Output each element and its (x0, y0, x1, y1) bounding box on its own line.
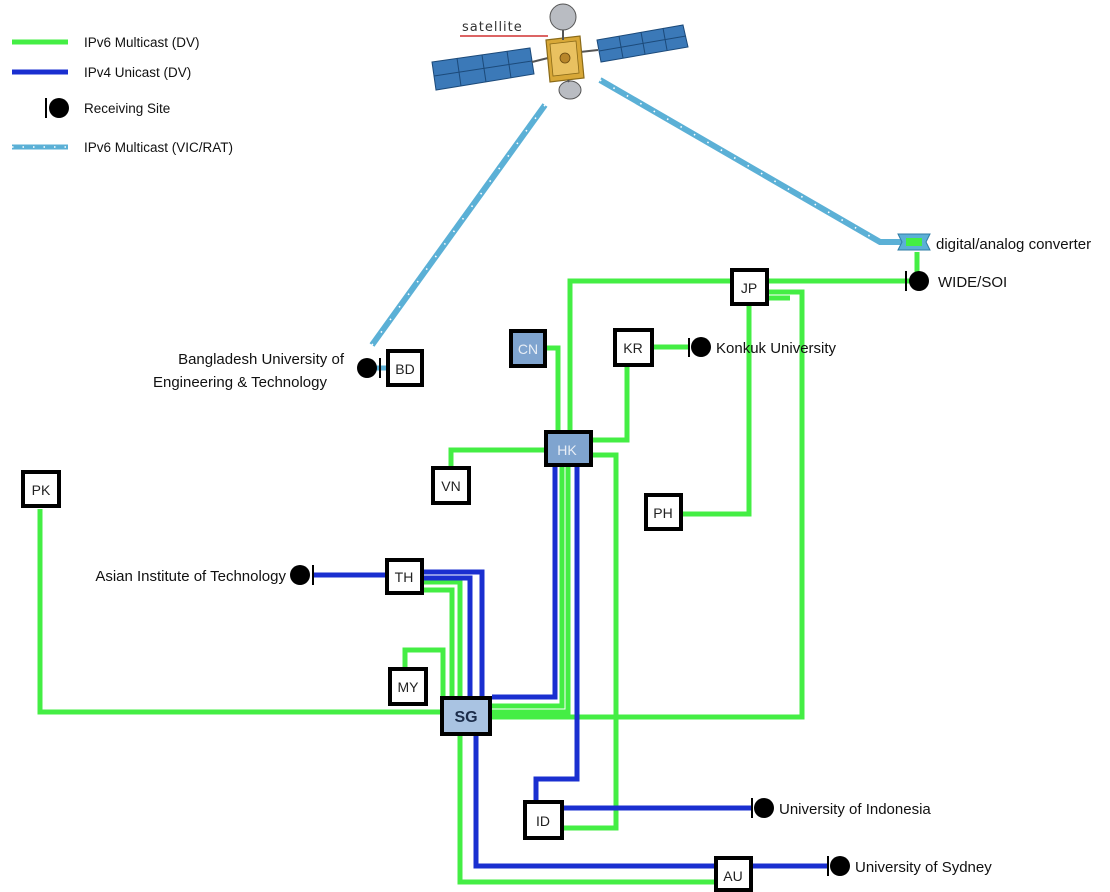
link-hk-sg-blue (492, 467, 558, 700)
konkuk-label: Konkuk University (716, 340, 837, 357)
wide-soi-label: WIDE/SOI (938, 274, 1007, 291)
satellite-icon (431, 3, 689, 100)
satellite-to-bd-link (369, 103, 548, 347)
receiving-site-dot (357, 358, 377, 378)
node-kr-label: KR (623, 340, 642, 356)
receiving-site-dot (830, 856, 850, 876)
node-bd: BD (386, 349, 424, 387)
node-hk: HK (544, 430, 593, 467)
node-kr: KR (613, 328, 654, 367)
link-sg-au-blue (473, 736, 718, 869)
receiving-site-konkuk: Konkuk University (688, 337, 837, 357)
link-vn-hk (448, 447, 545, 467)
sydney-label: University of Sydney (855, 859, 992, 876)
link-pk-sg (37, 509, 441, 715)
node-pk-label: PK (32, 482, 51, 498)
node-pk: PK (21, 470, 61, 508)
receiving-site-sydney: University of Sydney (827, 856, 992, 876)
node-hk-label: HK (557, 442, 577, 458)
link-sg-hk-green2 (492, 467, 565, 709)
legend-receiving-site-dot (49, 98, 69, 118)
receiving-site-indonesia: University of Indonesia (751, 798, 931, 818)
satellite-to-converter-link (598, 77, 905, 245)
ipv6-multicast-dv-links (37, 252, 920, 885)
node-au-label: AU (723, 868, 742, 884)
converter-label: digital/analog converter (936, 236, 1091, 253)
node-ph-label: PH (653, 505, 672, 521)
link-cn-hk (547, 345, 561, 432)
legend-ipv6-multicast-dv-label: IPv6 Multicast (DV) (84, 35, 200, 50)
converter-inner (906, 238, 922, 246)
bangladesh-label-line2: Engineering & Technology (153, 374, 328, 391)
node-id: ID (523, 800, 564, 840)
legend-ipv6-multicast-vic-rat-label: IPv6 Multicast (VIC/RAT) (84, 140, 233, 155)
link-converter-jp (768, 252, 920, 284)
receiving-site-bangladesh: Bangladesh University of Engineering & T… (153, 351, 381, 391)
node-vn: VN (431, 466, 471, 505)
receiving-site-dot (754, 798, 774, 818)
link-hk-sg-green (492, 467, 571, 715)
legend: IPv6 Multicast (DV) IPv4 Unicast (DV) Re… (12, 35, 233, 155)
node-my: MY (388, 667, 428, 706)
receiving-site-dot (290, 565, 310, 585)
link-th-sg-1 (422, 579, 463, 698)
link-jp-sg-long (492, 289, 805, 720)
receiving-site-wide-soi: WIDE/SOI (905, 271, 1007, 291)
node-jp: JP (730, 268, 769, 306)
link-th-sg-blue-1 (422, 569, 485, 698)
satellite-links (369, 77, 905, 371)
ipv4-unicast-dv-links (314, 467, 828, 869)
bangladesh-label-line1: Bangladesh University of (178, 351, 345, 368)
node-cn: CN (509, 329, 547, 368)
indonesia-label: University of Indonesia (779, 801, 931, 818)
link-kr-hk (593, 366, 630, 443)
legend-ipv4-unicast-dv-label: IPv4 Unicast (DV) (84, 65, 191, 80)
link-hk-id-blue (533, 467, 580, 800)
satellite-label: satellite (462, 20, 523, 35)
legend-receiving-site-label: Receiving Site (84, 101, 170, 116)
receiving-site-dot (909, 271, 929, 291)
link-hk-id (563, 452, 619, 831)
node-th: TH (385, 558, 424, 595)
node-id-label: ID (536, 813, 550, 829)
link-my-sg (402, 647, 446, 698)
link-th-sg-2 (422, 587, 455, 698)
receiving-sites: WIDE/SOI Konkuk University Bangladesh Un… (95, 271, 1007, 876)
link-jp-ph (683, 306, 752, 517)
node-bd-label: BD (395, 361, 414, 377)
node-cn-label: CN (518, 341, 538, 357)
receiving-site-dot (691, 337, 711, 357)
node-sg-label: SG (454, 709, 477, 726)
node-my-label: MY (398, 679, 420, 695)
node-au: AU (714, 856, 753, 892)
link-th-sg-blue-2 (422, 575, 473, 698)
receiving-site-ait: Asian Institute of Technology (95, 565, 314, 585)
country-nodes: JP CN KR BD HK VN PK PH (21, 268, 769, 892)
node-sg: SG (440, 696, 492, 736)
node-jp-label: JP (741, 280, 757, 296)
node-th-label: TH (395, 569, 414, 585)
converter: digital/analog converter (897, 233, 1091, 253)
node-ph: PH (644, 493, 683, 531)
satellite: satellite (431, 3, 689, 100)
node-vn-label: VN (441, 478, 460, 494)
ait-label: Asian Institute of Technology (95, 568, 286, 585)
link-sg-au (457, 736, 718, 885)
link-jp-hk-north (567, 278, 732, 432)
